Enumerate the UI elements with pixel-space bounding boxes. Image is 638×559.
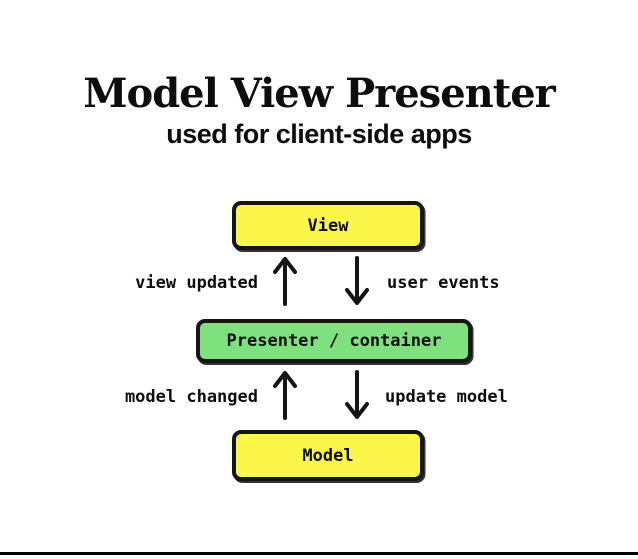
presenter-box-label: Presenter / container <box>226 331 442 351</box>
arrow-up-icon <box>273 371 297 420</box>
user-events-label: user events <box>387 273 500 293</box>
arrow-up-icon <box>273 257 297 306</box>
view-box: View <box>232 201 424 250</box>
presenter-box: Presenter / container <box>196 319 472 363</box>
model-changed-label: model changed <box>124 387 258 407</box>
model-box: Model <box>232 430 424 481</box>
view-box-label: View <box>307 215 349 236</box>
page-subtitle: used for client-side apps <box>166 119 472 149</box>
arrow-down-icon <box>345 370 369 419</box>
bottom-border-line <box>0 552 638 555</box>
page-title: Model View Presenter <box>83 70 555 117</box>
update-model-label: update model <box>385 387 508 407</box>
model-box-label: Model <box>302 445 354 466</box>
arrow-down-icon <box>345 256 369 305</box>
view-updated-label: view updated <box>135 273 258 293</box>
